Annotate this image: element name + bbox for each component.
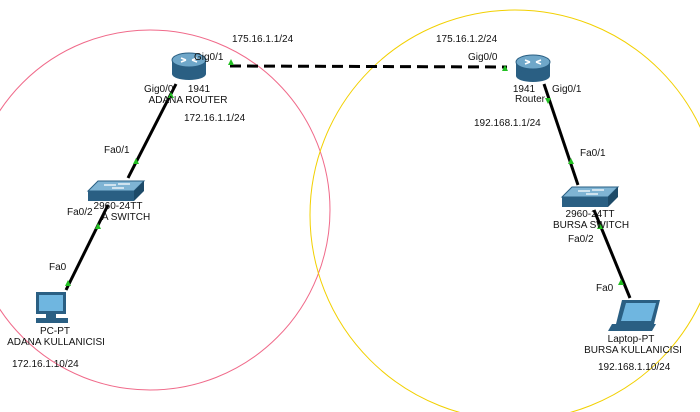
adana-wan-ip-label: 175.16.1.1/24 [232,34,294,45]
link-up-indicator [65,280,71,286]
bursa-lan-ip-label: 192.168.1.1/24 [474,118,541,129]
adana-switch-pc-cable[interactable] [64,204,110,291]
bursa-router-icon[interactable] [515,54,551,82]
bursa-wan-ip-label: 175.16.1.2/24 [436,34,498,45]
wan-serial-cable[interactable] [229,64,508,69]
adana-pc-name: ADANA KULLANICISI [7,337,105,348]
adana-pc-model: PC-PT [40,326,70,337]
bursa-laptop-port-label: Fa0 [596,283,614,294]
adana-pc-ip-label: 172.16.1.10/24 [12,359,79,370]
bursa-laptop-icon[interactable] [608,300,660,331]
link-up-indicator [168,92,174,98]
link-up-indicator [597,223,603,229]
link-up-indicator [133,158,139,164]
adana-pc-icon[interactable] [36,292,68,323]
adana-switch-up-port-label: Fa0/1 [104,145,130,156]
bursa-router-lan-port-label: Gig0/1 [552,84,582,95]
adana-lan-ip-label: 172.16.1.1/24 [184,113,246,124]
link-up-indicator [95,223,101,229]
bursa-router-switch-cable[interactable] [542,83,580,186]
bursa-switch-up-port-label: Fa0/1 [580,148,606,159]
bursa-laptop-ip-label: 192.168.1.10/24 [598,362,671,373]
bursa-router-model: 1941 [512,84,536,95]
bursa-switch-model: 2960-24TT [565,209,615,220]
adana-router-icon[interactable] [171,52,207,80]
adana-router-lan-port-label: Gig0/0 [144,84,174,95]
adana-pc-port-label: Fa0 [49,262,67,273]
link-up-indicator [502,65,508,71]
link-up-indicator [545,98,551,104]
adana-switch-icon[interactable] [86,180,146,201]
bursa-router-name: Router [514,94,546,105]
bursa-switch-icon[interactable] [560,186,620,207]
adana-router-model: 1941 [187,84,211,95]
bursa-area-circle [309,9,700,412]
bursa-switch-down-port-label: Fa0/2 [568,234,594,245]
adana-router-name: ADANA ROUTER [148,95,228,106]
bursa-switch-name: BURSA SWITCH [552,220,630,231]
adana-switch-model: 2960-24TT [93,201,143,212]
bursa-laptop-model: Laptop-PT [607,334,655,345]
link-up-indicator [228,59,234,65]
adana-area-circle [0,29,331,391]
adana-router-wan-port-label: Gig0/1 [194,52,224,63]
bursa-laptop-name: BURSA KULLANICISI [584,345,682,356]
link-up-indicator [568,158,574,164]
link-up-indicator [618,279,624,285]
bursa-router-wan-port-label: Gig0/0 [468,52,498,63]
adana-switch-name: A SWITCH [101,212,151,223]
adana-switch-down-port-label: Fa0/2 [67,207,93,218]
